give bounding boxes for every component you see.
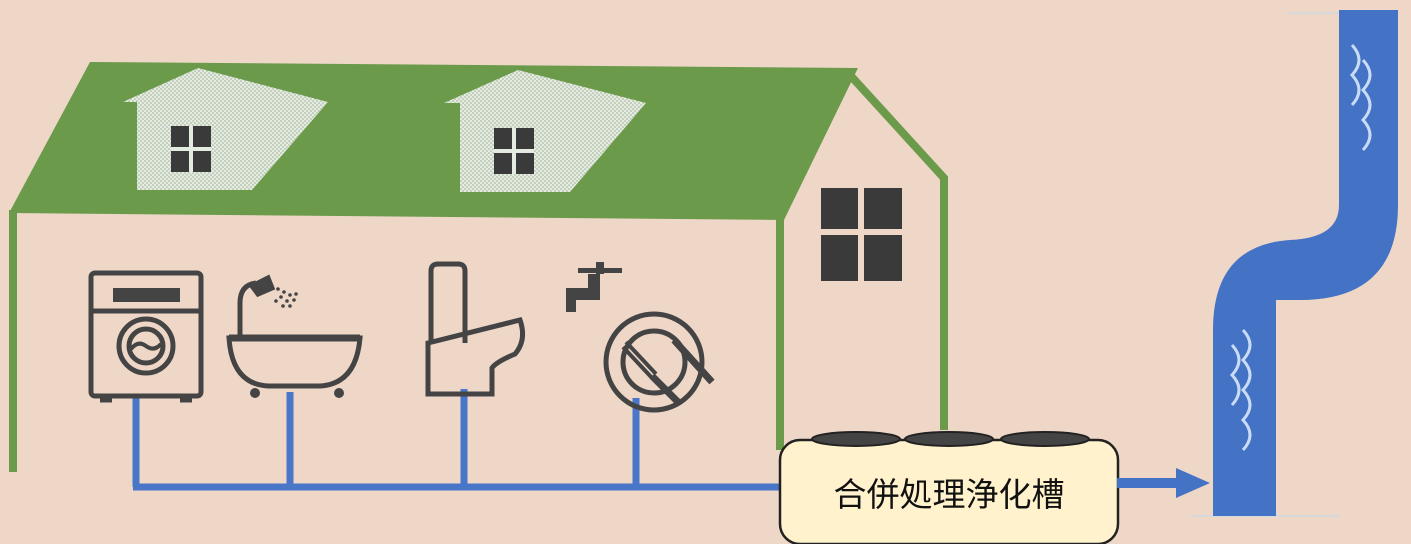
water-ripples: [1229, 43, 1372, 452]
bathtub-icon: [226, 274, 363, 398]
house-front-wall: [9, 210, 779, 472]
house-roof: [9, 62, 858, 220]
washing-machine-icon: [88, 270, 204, 403]
kitchen-faucet-dishes-icon: [566, 262, 715, 413]
house: [9, 62, 948, 472]
outflow-arrow: [1117, 468, 1210, 498]
tank-lid-1: [811, 431, 901, 447]
drain-pipes: [132, 389, 784, 491]
dormer-left: [123, 68, 328, 190]
dormer-right: [444, 70, 646, 192]
toilet-icon: [425, 261, 526, 397]
house-side-gable: [847, 72, 948, 430]
river: [1192, 10, 1398, 517]
septic-tank-label: 合併処理浄化槽: [833, 475, 1065, 514]
septic-tank: [778, 431, 1120, 544]
tank-lid-3: [1000, 431, 1090, 447]
gable-window: [821, 188, 902, 281]
tank-lid-2: [904, 431, 994, 447]
